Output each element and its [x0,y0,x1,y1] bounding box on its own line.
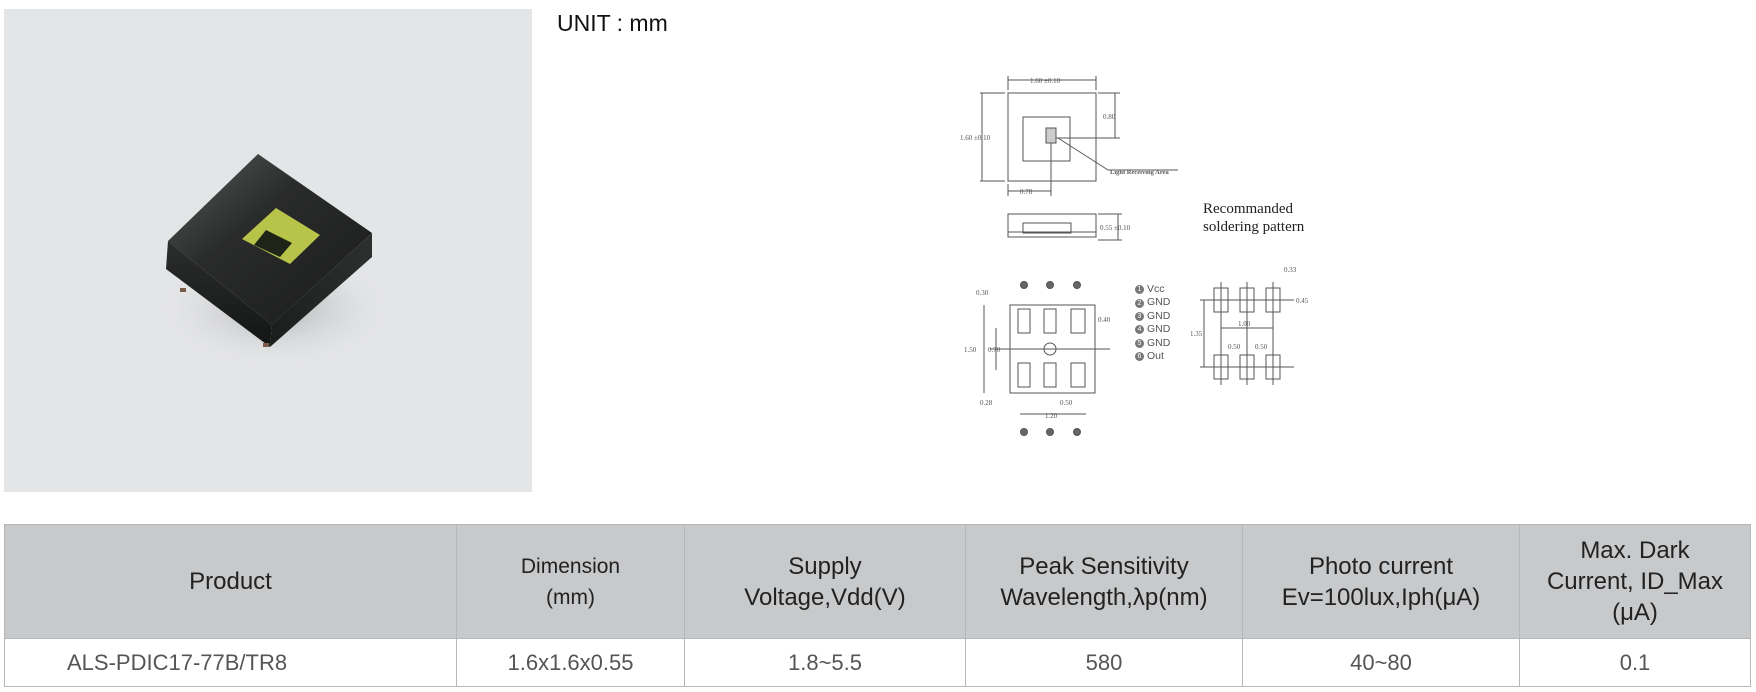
dim-bottom: 0.70 [988,346,1001,354]
dim-bottom: 1.20 [1045,412,1058,420]
soldering-pattern [1200,282,1294,385]
chip-left-side [166,241,272,347]
dim-solder: 0.45 [1296,297,1309,305]
unit-label: UNIT : mm [557,10,668,36]
side-view-outline [1007,213,1097,238]
dim-top-height: 1.60 ±0.10 [960,134,991,142]
dim-bottom: 0.40 [1098,316,1111,324]
dim-solder: 1.35 [1190,330,1203,338]
product-photo-panel [4,9,532,492]
pin-marker [1020,428,1028,436]
top-view-outline [1007,92,1097,182]
dim-solder: 0.50 [1228,343,1241,351]
dim-bottom: 0.30 [976,289,989,297]
soldering-title-line: Recommanded [1203,201,1293,217]
pin-label: GND [1147,309,1171,322]
dim-bottom: 0.28 [980,399,993,407]
pin-number-icon: 6 [1135,352,1144,362]
chip-pad [180,288,186,292]
dim-top-width: 1.60 ±0.10 [1030,77,1061,85]
pin-label: GND [1147,323,1171,336]
pin-number-icon: 1 [1135,285,1144,295]
pin-number-icon: 3 [1135,312,1144,322]
dim-top-offset: 0.80 [1103,113,1116,121]
dim-solder: 0.50 [1255,343,1268,351]
chip-die-window [254,230,292,257]
cell-dimension: 1.6x1.6x0.55 [456,638,685,687]
dim-solder: 0.33 [1284,266,1297,274]
cell-supply-voltage: 1.8~5.5 [684,638,966,687]
pin-label: Out [1147,350,1164,363]
dim-bottom: 1.50 [964,346,977,354]
chip-die [242,208,320,264]
pin-number-icon: 2 [1135,298,1144,308]
pin-marker [1073,428,1081,436]
dim-solder: 1.00 [1238,320,1251,328]
pin-marker [1073,281,1081,289]
light-receiving-callout: Light Receiving Area [1110,169,1169,176]
soldering-title-line: soldering pattern [1203,219,1305,235]
dim-bottom: 0.50 [1060,399,1073,407]
dim-side-thickness: 0.55 ±0.10 [1100,224,1131,232]
pin-number-icon: 4 [1135,325,1144,335]
pin-label: GND [1147,296,1171,309]
pin-number-icon: 5 [1135,338,1144,348]
pin-marker [1046,428,1054,436]
header-dimension: Dimension(mm) [456,524,685,639]
cell-peak-wavelength: 580 [965,638,1243,687]
side-view-die [1022,222,1072,234]
light-receiving-area [1045,127,1057,144]
cell-photo-current: 40~80 [1242,638,1520,687]
pin-label: Vcc [1147,283,1165,295]
chip-pad [263,343,269,347]
sensor-chip-photo [156,154,396,369]
cell-dark-current: 0.1 [1519,638,1751,687]
top-view-inner [1022,116,1071,162]
pin-marker [1046,281,1054,289]
pin-label: GND [1147,336,1171,349]
chip-right-side [270,233,372,347]
cell-product: ALS-PDIC17-77B/TR8 [4,638,457,687]
dim-top-left: 0.78 [1020,188,1033,196]
package-dimension-drawing: 1.60 ±0.10 1.60 ±0.10 0.80 0.78 Light Re… [960,76,1309,436]
pin-marker [1020,281,1028,289]
header-product: Product [4,524,457,639]
soldering-pattern-title: Recommanded soldering pattern [1203,200,1304,236]
table-row: ALS-PDIC17-77B/TR8 1.6x1.6x0.55 1.8~5.5 … [4,638,1751,687]
